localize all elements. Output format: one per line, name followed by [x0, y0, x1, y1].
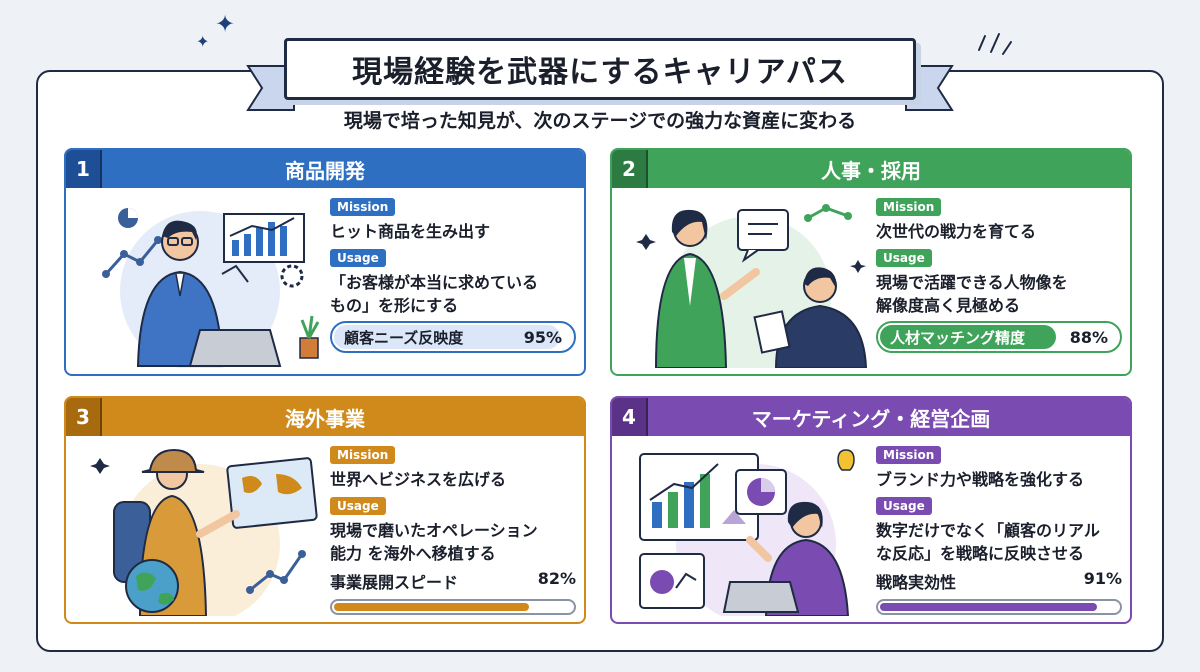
sparkle-icon: ✦ — [196, 32, 210, 51]
card-info: Mission 世界へビジネスを広げる Usage 現場で磨いたオペレーション … — [330, 444, 576, 615]
traveler-with-globe-and-map-icon — [90, 448, 318, 616]
mission-badge: Mission — [330, 198, 396, 216]
card-number: 1 — [66, 150, 102, 188]
card-hr-recruitment: 2 人事・採用 Mission 次世代の戦力を育てる Usage 現場で活躍でき… — [610, 148, 1132, 376]
interviewer-and-candidate-icon — [636, 204, 868, 368]
card-title: 海外事業 — [285, 406, 365, 431]
card-title: 商品開発 — [285, 158, 365, 183]
metric-pill: 人材マッチング精度 88% — [876, 321, 1122, 353]
usage-text-line2: 解像度高く見極める — [876, 296, 1021, 315]
metric-bar — [876, 599, 1122, 615]
metric-row: 戦略実効性 91% — [876, 569, 1122, 593]
usage-text-line1: 「お客様が本当に求めている — [330, 273, 539, 292]
mission-badge: Mission — [876, 446, 942, 464]
usage-text-line2: もの」を形にする — [330, 296, 459, 315]
mission-text: ブランド力や戦略を強化する — [876, 470, 1085, 489]
card-number: 3 — [66, 398, 102, 436]
metric-row: 事業展開スピード 82% — [330, 569, 576, 593]
metric-label: 人材マッチング精度 — [890, 328, 1026, 347]
man-at-laptop-with-chart-icon — [102, 208, 320, 368]
usage-badge: Usage — [876, 497, 932, 515]
metric-label: 事業展開スピード — [330, 573, 459, 592]
woman-with-dashboard-charts-icon — [639, 449, 855, 616]
usage-text-line1: 現場で磨いたオペレーション — [330, 521, 538, 540]
card-header: 4 マーケティング・経営企画 — [612, 398, 1130, 436]
mission-text: ヒット商品を生み出す — [330, 222, 491, 241]
usage-text-line2: な反応」を戦略に反映させる — [876, 544, 1085, 563]
usage-badge: Usage — [330, 249, 386, 267]
card-product-development: 1 商品開発 Mission ヒット商品を生み出す Usage 「お客様が本当に… — [64, 148, 586, 376]
card-overseas-business: 3 海外事業 Mission 世界へビジネスを広げる Usage 現場で磨いたオ… — [64, 396, 586, 624]
mission-badge: Mission — [330, 446, 396, 464]
burst-lines-icon — [978, 33, 1012, 55]
usage-badge: Usage — [876, 249, 932, 267]
metric-bar — [330, 599, 576, 615]
metric-value: 91% — [1083, 569, 1122, 588]
metric-fill — [880, 603, 1097, 611]
sparkle-icon: ✦ — [215, 10, 236, 38]
card-info: Mission 次世代の戦力を育てる Usage 現場で活躍できる人物像を 解像… — [876, 196, 1122, 353]
card-header: 2 人事・採用 — [612, 150, 1130, 188]
card-info: Mission ブランド力や戦略を強化する Usage 数字だけでなく「顧客のリ… — [876, 444, 1122, 615]
card-header: 1 商品開発 — [66, 150, 584, 188]
metric-fill: 人材マッチング精度 — [880, 325, 1057, 349]
card-header: 3 海外事業 — [66, 398, 584, 436]
card-number: 4 — [612, 398, 648, 436]
mission-badge: Mission — [876, 198, 942, 216]
mission-text: 世界へビジネスを広げる — [330, 470, 507, 489]
usage-text-line2: 能力 を海外へ移植する — [330, 544, 496, 563]
card-title: 人事・採用 — [821, 158, 921, 183]
metric-fill: 顧客ニーズ反映度 — [334, 325, 561, 349]
card-number: 2 — [612, 150, 648, 188]
metric-value: 95% — [523, 327, 562, 347]
usage-text-line1: 数字だけでなく「顧客のリアル — [876, 521, 1100, 540]
metric-label: 顧客ニーズ反映度 — [344, 328, 464, 347]
card-info: Mission ヒット商品を生み出す Usage 「お客様が本当に求めている も… — [330, 196, 576, 353]
card-title: マーケティング・経営企画 — [751, 406, 991, 431]
page-subtitle: 現場で培った知見が、次のステージでの強力な資産に変わる — [343, 110, 857, 132]
metric-pill: 顧客ニーズ反映度 95% — [330, 321, 576, 353]
usage-badge: Usage — [330, 497, 386, 515]
card-marketing-planning: 4 マーケティング・経営企画 Mission ブランド力や戦略を強化する Usa… — [610, 396, 1132, 624]
metric-label: 戦略実効性 — [876, 573, 957, 592]
mission-text: 次世代の戦力を育てる — [876, 222, 1037, 241]
usage-text-line1: 現場で活躍できる人物像を — [876, 273, 1068, 292]
metric-value: 88% — [1069, 327, 1108, 347]
metric-fill — [334, 603, 530, 611]
ribbon-right-tail — [905, 65, 954, 111]
page-title: 現場経験を武器にするキャリアパス — [284, 38, 916, 100]
metric-value: 82% — [537, 569, 576, 588]
